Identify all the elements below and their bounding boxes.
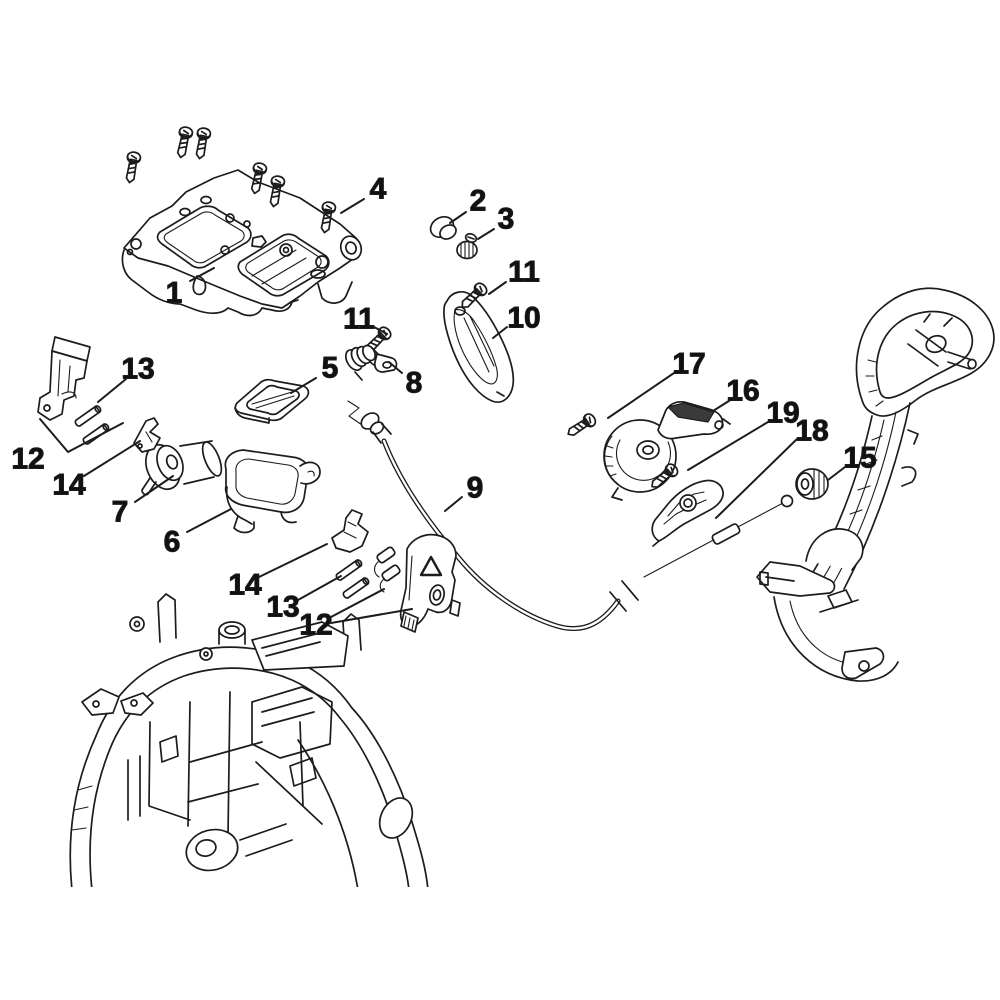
part-8-swivel-elbow	[344, 344, 398, 381]
part-12-trigger-interlock	[399, 533, 461, 633]
callout-18: 18	[715, 414, 829, 519]
callout-13: 13	[97, 352, 155, 403]
svg-text:18: 18	[795, 415, 828, 448]
svg-text:3: 3	[498, 203, 515, 236]
screw-icon	[173, 125, 195, 160]
pin-icon	[341, 576, 371, 600]
svg-text:11: 11	[508, 256, 540, 289]
svg-text:2: 2	[470, 185, 487, 218]
callout-16: 16	[712, 374, 760, 412]
callout-11: 11	[343, 302, 388, 336]
callout-2: 2	[449, 184, 487, 224]
part-12-interlock-lever	[37, 336, 91, 421]
callout-10: 10	[492, 301, 541, 339]
svg-text:4: 4	[370, 173, 387, 206]
callout-14: 14	[52, 440, 141, 502]
svg-text:13: 13	[266, 591, 299, 624]
svg-text:5: 5	[322, 352, 339, 385]
callout-12: 12	[11, 418, 124, 476]
svg-text:14: 14	[228, 569, 262, 602]
part-2-bushing	[429, 215, 457, 240]
callout-3: 3	[477, 202, 515, 240]
screw-icon	[192, 126, 213, 161]
svg-text:13: 13	[121, 353, 154, 386]
part-18-lever	[651, 479, 724, 547]
callout-8: 8	[388, 361, 423, 400]
part-17-screw	[563, 411, 599, 441]
callout-1: 1	[165, 267, 215, 310]
callout-4: 4	[340, 172, 387, 214]
pin-icon	[73, 404, 103, 428]
part-5-gasket-frame	[234, 378, 310, 424]
callout-12: 12	[299, 588, 413, 642]
part-3-clamp	[456, 232, 478, 260]
svg-text:8: 8	[406, 367, 423, 400]
part-14-latch-left	[133, 417, 161, 453]
svg-text:9: 9	[467, 472, 484, 505]
svg-text:12: 12	[299, 609, 332, 642]
part-14-latch-center	[331, 509, 369, 553]
svg-text:7: 7	[112, 496, 129, 529]
svg-text:11: 11	[343, 303, 375, 336]
svg-text:19: 19	[766, 397, 799, 430]
part-9-throttle-cable	[347, 400, 794, 632]
fan-housing	[69, 593, 429, 887]
svg-text:14: 14	[52, 469, 86, 502]
part-15-adjusting-knob	[795, 468, 829, 500]
svg-text:10: 10	[507, 302, 540, 335]
callout-9: 9	[444, 471, 484, 512]
part-6-housing-shell	[224, 449, 321, 534]
callout-15: 15	[827, 441, 877, 481]
callout-17: 17	[607, 347, 706, 419]
svg-text:1: 1	[166, 277, 183, 310]
callout-14: 14	[228, 543, 328, 602]
part-7-roller	[141, 440, 223, 496]
svg-text:15: 15	[843, 442, 876, 475]
callout-5: 5	[290, 351, 339, 394]
screw-icon	[563, 411, 599, 441]
rear-handle-assembly	[756, 287, 995, 682]
callout-7: 7	[111, 475, 174, 529]
callout-6: 6	[163, 508, 232, 559]
screw-icon	[122, 150, 143, 185]
callout-19: 19	[687, 396, 800, 471]
svg-text:6: 6	[164, 526, 181, 559]
part-1-handle-housing-top	[121, 125, 363, 317]
svg-text:16: 16	[726, 375, 759, 408]
svg-text:17: 17	[672, 348, 705, 381]
part-16-throttle-lever	[603, 400, 731, 501]
svg-text:12: 12	[11, 443, 44, 476]
part-10-lever-plate	[443, 291, 515, 403]
callout-11: 11	[488, 255, 540, 295]
part-13-spring-pins-center	[334, 546, 401, 600]
callout-13: 13	[266, 575, 342, 624]
